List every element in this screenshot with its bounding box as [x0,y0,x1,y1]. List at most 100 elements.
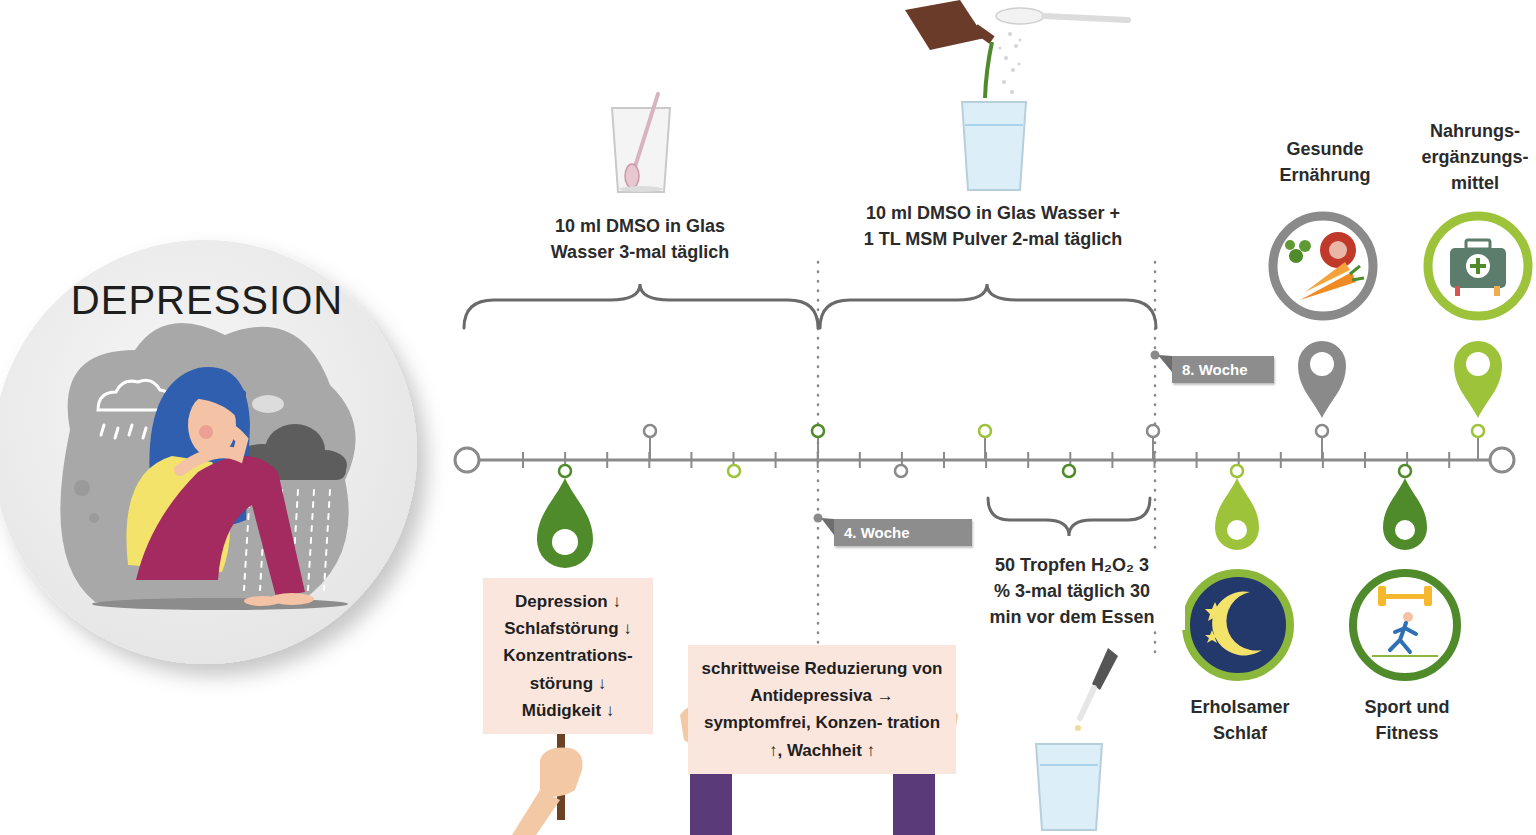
timeline-pin [1215,478,1259,550]
timeline-marker [1472,425,1484,437]
brace [820,284,1156,328]
timeline-pin [1310,352,1334,376]
glass-with-bottle-and-spoon [1044,16,1128,20]
timeline-marker [1063,465,1075,477]
brace [988,498,1150,536]
supplement-icon [1466,254,1490,278]
depression-illustration [180,429,242,470]
marker-stem [984,437,986,460]
sleep-icon [1205,630,1219,643]
glass-with-bottle-and-spoon [1019,39,1022,42]
supplement-icon [1470,258,1486,274]
timeline-tick [606,452,608,468]
supplement-icon [1428,216,1528,316]
marker-stem [1477,437,1479,460]
glass-with-bottle-and-spoon [999,32,1022,94]
week-tag-pointer [821,518,834,535]
nutrition-icon [1299,240,1311,252]
supplement-icon [1466,240,1490,249]
glass-with-dropper [1036,744,1102,830]
timeline-marker [812,425,824,437]
condition-circle: DEPRESSION [0,240,414,360]
glass-with-dropper [1075,725,1081,731]
glass-with-bottle-and-spoon [1018,63,1021,66]
dosage-label: 10 ml DMSO in Glas Wasser + 1 TL MSM Pul… [848,200,1138,252]
glass-with-bottle-and-spoon [1010,90,1014,94]
timeline-tick [690,452,692,468]
timeline-tick [859,452,861,468]
depression-illustration [0,240,417,664]
timeline-marker [895,465,907,477]
timeline-marker [559,465,571,477]
glass-with-dropper [1092,648,1118,690]
sleep-node: Erholsamer Schlaf [1178,566,1302,746]
supplement-icon [1455,286,1460,296]
depression-illustration [0,240,417,664]
timeline-marker [979,425,991,437]
timeline-tick [1027,452,1029,468]
fitness-icon [1403,612,1413,622]
glass-with-spoon [612,94,670,192]
nutrition-icon [1273,216,1373,316]
dosage-label: 50 Tropfen H₂O₂ 3 % 3-mal täglich 30 min… [959,552,1185,630]
nutrition-icon [1329,241,1347,259]
depression-illustration [89,513,99,523]
glass-with-bottle-and-spoon [1008,32,1012,36]
timeline-tick [1111,452,1113,468]
nutrition-icon [1320,232,1356,268]
nutrition-node: Gesunde Ernährung [1263,136,1387,326]
timeline-marker [1147,425,1159,437]
node-text: Depression ↓ Schlafstörung ↓ Konzentrati… [491,588,645,724]
timeline-pin [1227,520,1247,540]
glass-with-bottle-and-spoon [962,102,1026,190]
depression-illustration [136,456,305,597]
depression-illustration [199,425,213,439]
depression-illustration [74,480,90,496]
brace [464,284,818,328]
timeline-pin [1395,520,1415,540]
glass-with-bottle-and-spoon [905,0,1128,190]
glass-with-bottle-and-spoon [996,8,1044,24]
glass-with-spoon [619,186,663,192]
glass-with-bottle-and-spoon [975,28,992,40]
depression-illustration [244,596,280,606]
node-text: Nahrungs- ergänzungs- mittel [1420,118,1530,196]
marker-stem [1321,437,1323,460]
supplement-icon [1494,286,1500,296]
supplement-icon [1450,248,1506,288]
fitness-icon [1353,573,1457,677]
timeline-tick [1280,452,1282,468]
timeline-pin [552,529,578,555]
supplement-icon [1428,216,1528,316]
week-tag-pointer [814,351,1173,536]
marker-stem [1152,437,1154,460]
glass-with-spoon [634,94,658,170]
fitness-icon [1353,573,1457,677]
nutrition-icon [1273,216,1373,316]
glass-with-dropper [1040,764,1098,766]
node-text: 8. Woche [1182,361,1264,378]
glass-with-bottle-and-spoon [1014,44,1018,48]
fitness-icon [1390,623,1416,652]
nutrition-icon [1289,249,1303,263]
timeline-pin [537,341,1502,568]
node-text: DEPRESSION [0,240,414,323]
fitness-icon [1382,594,1428,599]
timeline-tick [1196,452,1198,468]
marker-stem [817,437,819,460]
week-tag-pointer [1151,351,1160,360]
node-text: 4. Woche [844,524,962,541]
timeline-marker [1231,465,1243,477]
glass-with-bottle-and-spoon [1002,80,1006,84]
fitness-icon [1424,586,1432,606]
node-text: Erholsamer Schlaf [1178,694,1302,746]
node-text: schrittweise Reduzierung von Antidepress… [696,655,948,764]
glass-with-bottle-and-spoon [985,42,992,98]
glass-with-dropper [1036,648,1118,830]
depression-illustration [252,395,284,413]
result-sign: schrittweise Reduzierung von Antidepress… [688,645,956,774]
week-tag: 4. Woche [834,519,972,546]
depression-illustration [60,323,355,602]
effect-sign: Depression ↓ Schlafstörung ↓ Konzentrati… [483,578,653,734]
